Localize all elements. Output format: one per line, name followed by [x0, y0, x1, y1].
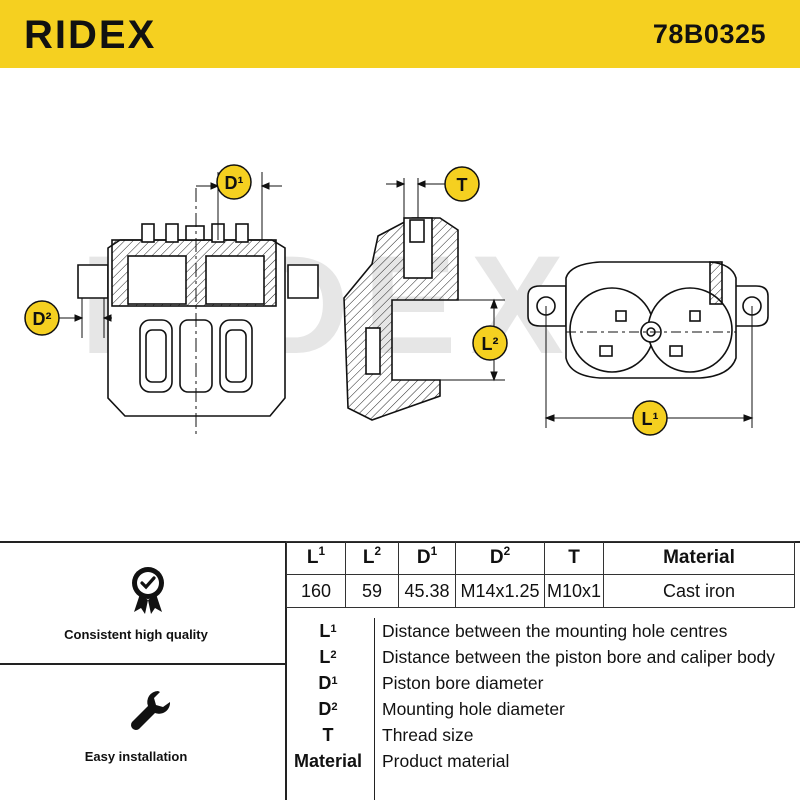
- feature-installation-label: Easy installation: [84, 749, 188, 764]
- d2-callout-label: D²: [33, 309, 52, 329]
- legend-key: T: [322, 725, 334, 745]
- spec-header-d2: D2: [455, 541, 545, 575]
- d1-callout-label: D¹: [225, 173, 244, 193]
- l2-callout-label: L²: [482, 334, 499, 354]
- header-bar: RIDEX 78B0325: [0, 0, 800, 68]
- legend-key: Material: [293, 751, 363, 771]
- legend-row: L1 Distance between the mounting hole ce…: [286, 618, 800, 644]
- spec-table: L1 L2 D1 D2 T Material 160 59 45.38 M14x…: [286, 541, 795, 608]
- legend-row: Material Product material: [286, 748, 800, 774]
- t-callout-badge: [444, 166, 480, 202]
- part-number: 78B0325: [652, 19, 766, 49]
- legend-key: L1: [319, 621, 337, 641]
- spec-table-header-row: L1 L2 D1 D2 T Material: [286, 541, 795, 575]
- spec-header-t: T: [544, 541, 604, 575]
- legend-key: L2: [319, 647, 337, 667]
- spec-value-d2: M14x1.25: [455, 574, 545, 608]
- l1-callout-label: L¹: [642, 409, 659, 429]
- legend-desc: Piston bore diameter: [382, 673, 544, 693]
- wrench-icon: [131, 691, 171, 730]
- spec-value-material: Cast iron: [603, 574, 795, 608]
- spec-value-l1: 160: [286, 574, 346, 608]
- spec-value-l2: 59: [345, 574, 399, 608]
- info-panel: Consistent high quality Easy installatio…: [0, 541, 800, 800]
- d2-dimension: [58, 298, 112, 338]
- l1-callout-badge: [632, 400, 668, 436]
- spec-header-material: Material: [603, 541, 795, 575]
- legend-row: L2 Distance between the piston bore and …: [286, 644, 800, 670]
- spec-header-d1: D1: [398, 541, 456, 575]
- spec-value-t: M10x1: [544, 574, 604, 608]
- divider: [285, 541, 287, 800]
- d1-callout-badge: [216, 164, 252, 200]
- spec-table-value-row: 160 59 45.38 M14x1.25 M10x1 Cast iron: [286, 574, 795, 608]
- caliper-drawing: RIDEX: [24, 164, 769, 438]
- spec-header-l1: L1: [286, 541, 346, 575]
- legend-desc: Product material: [382, 751, 510, 771]
- l2-callout-badge: [472, 325, 508, 361]
- legend-row: D2 Mounting hole diameter: [286, 696, 800, 722]
- caliper-side-section: [343, 217, 459, 421]
- spec-header-l2: L2: [345, 541, 399, 575]
- legend-row: T Thread size: [286, 722, 800, 748]
- divider: [0, 663, 286, 665]
- caliper-rear-view: [527, 261, 769, 379]
- caliper-front-view: [77, 188, 319, 438]
- legend-key: D1: [318, 673, 338, 693]
- d2-callout-badge: [24, 300, 60, 336]
- feature-quality-label: Consistent high quality: [64, 627, 208, 642]
- t-dimension: [386, 178, 446, 218]
- divider: [374, 618, 376, 800]
- legend-row: D1 Piston bore diameter: [286, 670, 800, 696]
- legend-desc: Distance between the mounting hole centr…: [382, 621, 728, 641]
- spec-value-d1: 45.38: [398, 574, 456, 608]
- ridex-logo: RIDEX: [24, 14, 156, 54]
- t-callout-label: T: [457, 175, 468, 195]
- technical-drawing: RIDEX: [0, 68, 800, 540]
- brand-wordmark: RIDEX: [24, 14, 156, 54]
- legend-desc: Mounting hole diameter: [382, 699, 565, 719]
- legend-key: D2: [318, 699, 338, 719]
- legend-desc: Distance between the piston bore and cal…: [382, 647, 776, 667]
- legend-desc: Thread size: [382, 725, 474, 745]
- quality-badge-icon: [132, 567, 164, 614]
